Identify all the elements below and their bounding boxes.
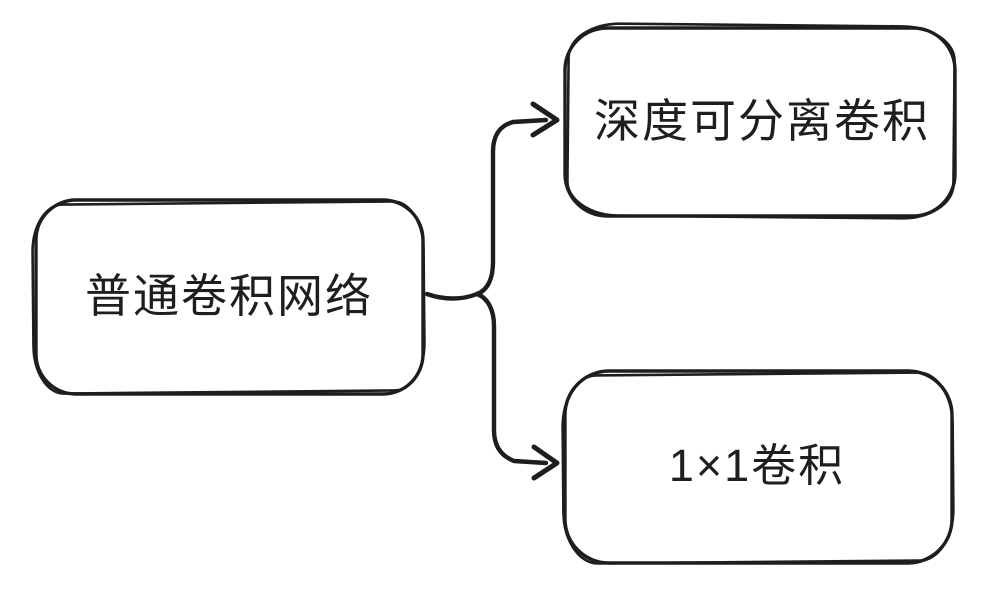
node-source: 普通卷积网络 — [31, 198, 426, 396]
edge-group — [424, 101, 560, 481]
node-branch-top-label: 深度可分离卷积 — [594, 95, 930, 147]
edge-to-branch-top — [474, 117, 549, 297]
arrowhead-top-icon — [530, 101, 560, 138]
edge-to-branch-bottom — [474, 291, 549, 466]
node-source-label: 普通卷积网络 — [85, 270, 373, 322]
node-branch-bottom-border-overdraw — [561, 371, 955, 565]
node-branch-bottom-label: 1×1卷积 — [669, 440, 845, 491]
node-source-border-overdraw — [31, 200, 426, 395]
node-branch-top-border-overdraw — [566, 22, 956, 220]
node-branch-top: 深度可分离卷积 — [563, 22, 957, 220]
arrowhead-bottom-icon — [531, 444, 560, 481]
node-branch-bottom: 1×1卷积 — [561, 369, 955, 565]
edge-stub — [424, 291, 480, 301]
